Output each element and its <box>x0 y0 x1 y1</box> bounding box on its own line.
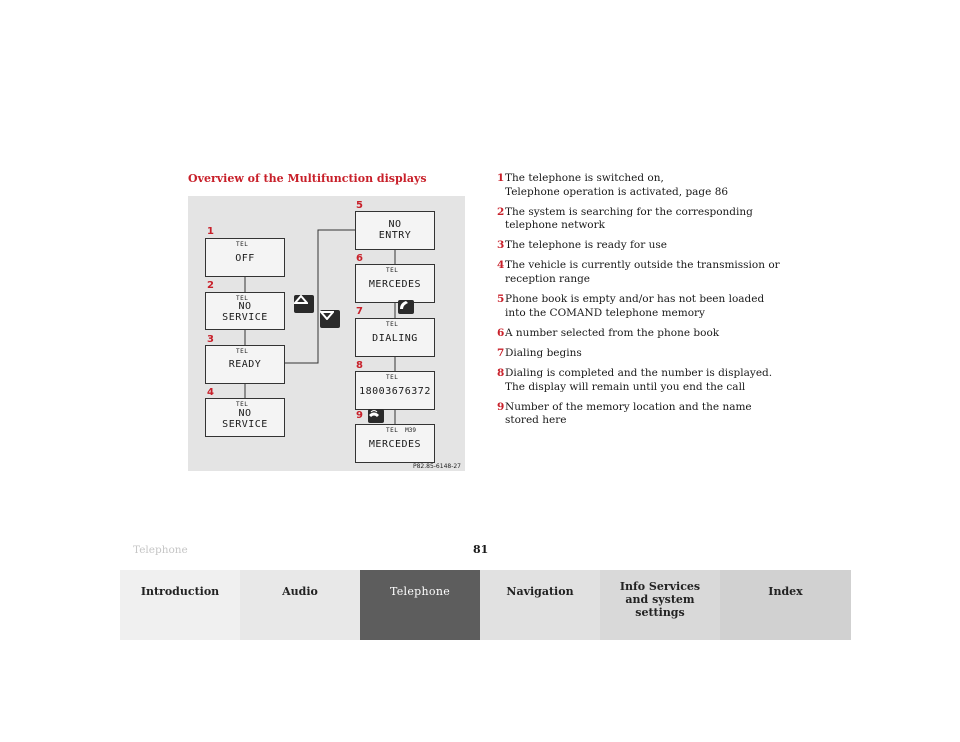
display-4: TEL NO SERVICE <box>205 398 285 437</box>
display-3-text: READY <box>228 359 262 370</box>
display-2-tel-label: TEL <box>236 295 249 302</box>
display-6-text: MERCEDES <box>368 279 422 290</box>
display-7-tel-label: TEL <box>386 321 399 328</box>
page-number: 81 <box>473 543 489 556</box>
display-1-text: OFF <box>235 253 255 264</box>
display-4-tel-label: TEL <box>236 401 249 408</box>
list-item: 8Dialing is completed and the number is … <box>497 367 773 393</box>
display-8-text: 18003676372 <box>359 386 431 397</box>
callout-8: 8 <box>356 360 363 371</box>
display-5-text-line1: NO <box>388 219 402 230</box>
description-list: 1The telephone is switched on, Telephone… <box>497 172 797 434</box>
display-9-text: MERCEDES <box>368 439 422 450</box>
display-9-memory-location: M39 <box>405 427 416 434</box>
tab-info-services[interactable]: Info Services and system settings <box>600 570 720 640</box>
callout-4: 4 <box>207 387 214 398</box>
multifunction-display-figure: 1 TEL OFF 2 TEL NO SERVICE 3 TEL READY 4… <box>188 196 465 471</box>
tab-audio[interactable]: Audio <box>240 570 360 640</box>
display-1: TEL OFF <box>205 238 285 277</box>
figure-reference: P82.85-6148-27 <box>412 463 461 470</box>
display-1-tel-label: TEL <box>236 241 249 248</box>
section-title: Overview of the Multifunction displays <box>188 172 427 185</box>
display-2-text-line2: SERVICE <box>222 312 268 323</box>
list-item: 6A number selected from the phone book <box>497 326 720 339</box>
display-3-tel-label: TEL <box>236 348 249 355</box>
phone-send-icon <box>398 300 414 314</box>
display-2: TEL NO SERVICE <box>205 292 285 330</box>
display-6-tel-label: TEL <box>386 267 399 274</box>
display-8-tel-label: TEL <box>386 374 399 381</box>
footer-section-label: Telephone <box>133 544 188 556</box>
display-2-text-line1: NO <box>238 301 252 312</box>
display-7-text: DIALING <box>372 333 418 344</box>
callout-9: 9 <box>356 410 363 421</box>
tab-introduction[interactable]: Introduction <box>120 570 240 640</box>
down-arrow-key-icon <box>320 310 340 328</box>
tab-telephone[interactable]: Telephone <box>360 570 480 640</box>
display-9-tel-label: TEL <box>386 427 399 434</box>
tab-navigation[interactable]: Navigation <box>480 570 600 640</box>
callout-5: 5 <box>356 200 363 211</box>
up-arrow-key-icon <box>294 295 314 313</box>
list-item: 3The telephone is ready for use <box>497 239 667 252</box>
phone-end-icon <box>368 409 384 423</box>
list-item: 4The vehicle is currently outside the tr… <box>497 259 780 286</box>
display-5: NO ENTRY <box>355 211 435 250</box>
list-item: 7Dialing begins <box>497 346 582 359</box>
display-9: TEL M39 MERCEDES <box>355 424 435 463</box>
display-6: TEL MERCEDES <box>355 264 435 303</box>
display-4-text-line2: SERVICE <box>222 419 268 430</box>
callout-3: 3 <box>207 334 214 345</box>
callout-7: 7 <box>356 306 363 317</box>
display-5-text-line2: ENTRY <box>378 230 412 241</box>
list-item: 5Phone book is empty and/or has not been… <box>497 293 765 319</box>
display-4-text-line1: NO <box>238 408 252 419</box>
callout-1: 1 <box>207 226 214 237</box>
display-8: TEL 18003676372 <box>355 371 435 410</box>
display-3: TEL READY <box>205 345 285 384</box>
tab-index[interactable]: Index <box>720 570 851 640</box>
chapter-nav: Introduction Audio Telephone Navigation … <box>120 570 851 640</box>
list-item: 2The system is searching for the corresp… <box>497 205 753 232</box>
callout-6: 6 <box>356 253 363 264</box>
callout-2: 2 <box>207 280 214 291</box>
list-item: 9Number of the memory location and the n… <box>497 400 752 427</box>
connector-lines <box>244 229 396 424</box>
display-7: TEL DIALING <box>355 318 435 357</box>
list-item: 1The telephone is switched on, Telephone… <box>497 172 729 198</box>
